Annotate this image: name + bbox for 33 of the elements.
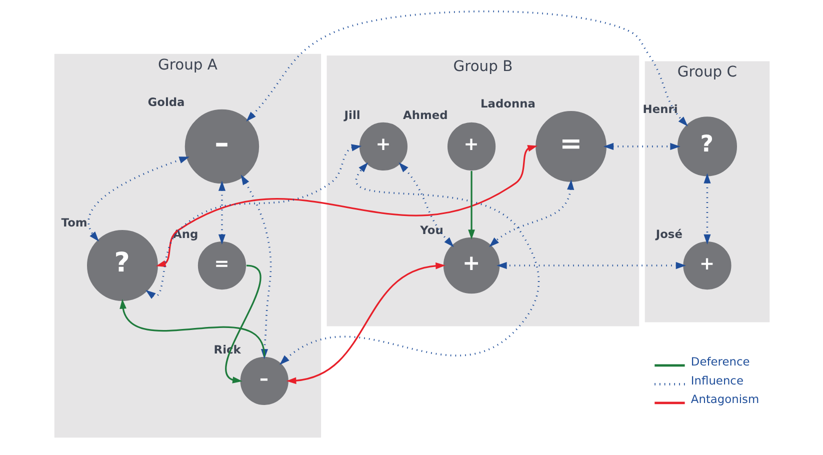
arrow <box>155 145 538 267</box>
node-label: Jill <box>344 108 360 122</box>
node-circle: + <box>682 241 731 290</box>
node-circle: – <box>184 109 259 184</box>
node-label: Henri <box>642 102 678 116</box>
node-circle: + <box>358 122 408 170</box>
node-circle: + <box>446 122 496 170</box>
legend-label: Antagonism <box>690 392 759 406</box>
arrow <box>488 180 574 247</box>
arrow <box>119 298 265 357</box>
arrow <box>496 262 686 270</box>
arrow <box>279 162 540 365</box>
arrow <box>286 262 445 384</box>
node-circle: = <box>197 241 246 290</box>
arrow <box>224 264 260 384</box>
arrow <box>468 170 474 240</box>
arrow <box>145 144 362 299</box>
arrow <box>602 142 680 150</box>
node-label: José <box>655 226 682 241</box>
node-label: Ladonna <box>480 96 535 110</box>
node-label: You <box>420 222 443 237</box>
node-label: Ahmed <box>402 108 448 122</box>
arrow <box>703 173 710 244</box>
arrow <box>246 10 688 126</box>
arrow <box>87 156 189 242</box>
node-label: Tom <box>60 216 87 230</box>
arrow <box>398 162 454 248</box>
legend-label: Influence <box>690 373 743 388</box>
node-circle: – <box>240 356 288 405</box>
arrow <box>218 180 226 244</box>
node-circle: = <box>535 110 606 182</box>
node-label: Golda <box>147 94 184 109</box>
legend-label: Deference <box>690 354 750 369</box>
